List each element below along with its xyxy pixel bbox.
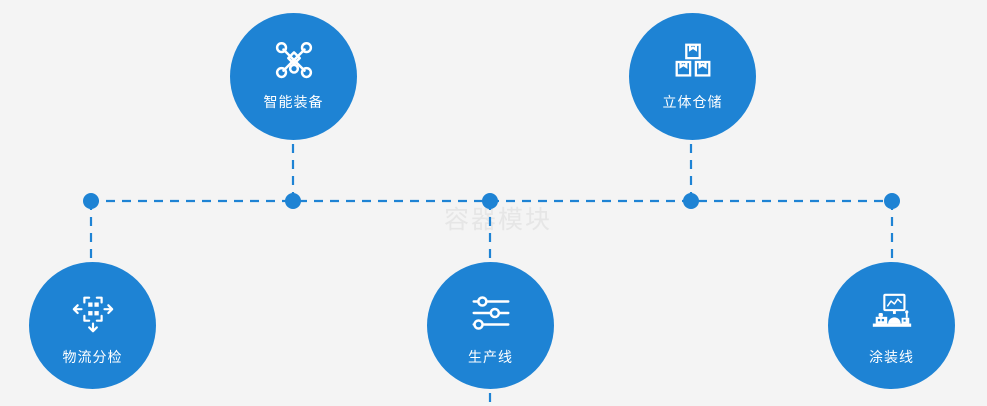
junction-dot-liticangchu[interactable] xyxy=(683,193,699,209)
node-zhinengzhuangbei[interactable]: 智能装备 xyxy=(230,13,357,140)
junction-dot-shengchanxian[interactable] xyxy=(482,193,498,209)
node-shengchanxian[interactable]: 生产线 xyxy=(427,262,554,389)
node-label-liticangchu: 立体仓储 xyxy=(662,94,723,110)
node-label-wuliufenjian: 物流分检 xyxy=(62,349,123,365)
node-label-shengchanxian: 生产线 xyxy=(468,349,513,365)
node-liticangchu[interactable]: 立体仓储 xyxy=(629,13,756,140)
network-nodes-icon xyxy=(271,39,317,85)
junction-dot-zhinengzhuangbei[interactable] xyxy=(285,193,301,209)
junction-dot-wuliufenjian[interactable] xyxy=(83,193,99,209)
node-label-tuzhuangxian: 涂装线 xyxy=(869,349,914,365)
watermark-label: 容器模块 xyxy=(443,206,552,234)
sliders-icon xyxy=(468,290,514,336)
sorting-scan-icon xyxy=(70,290,116,336)
stacked-boxes-icon xyxy=(670,39,716,85)
node-label-zhinengzhuangbei: 智能装备 xyxy=(263,94,324,110)
factory-control-icon xyxy=(869,290,915,336)
junction-dot-tuzhuangxian[interactable] xyxy=(884,193,900,209)
node-wuliufenjian[interactable]: 物流分检 xyxy=(29,262,156,389)
node-tuzhuangxian[interactable]: 涂装线 xyxy=(828,262,955,389)
